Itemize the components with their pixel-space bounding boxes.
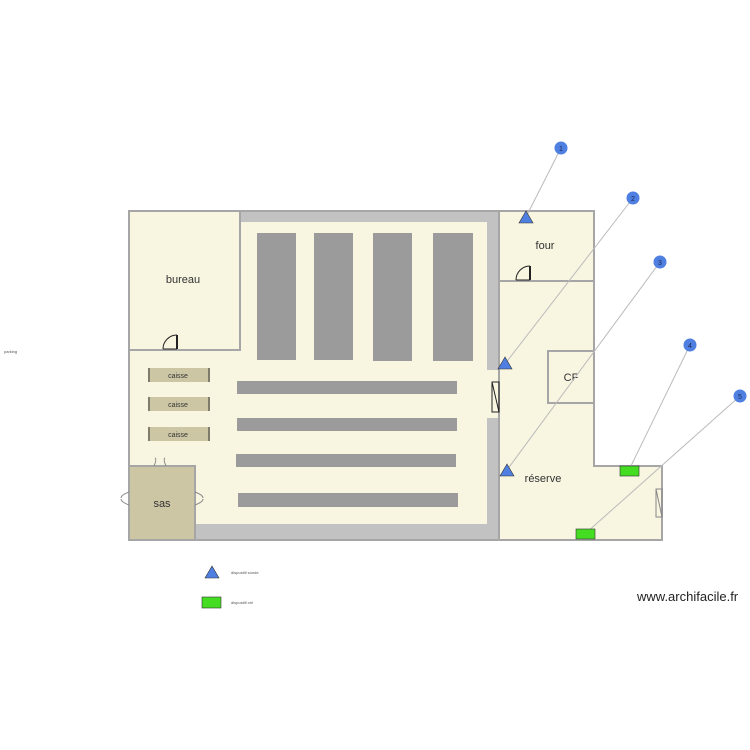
room-label-cf: CF	[564, 372, 579, 384]
leader-line-2	[504, 197, 634, 365]
door-diagonal	[655, 488, 663, 518]
triangle-sensor-icon	[497, 356, 513, 370]
side-label-parking: parking	[4, 349, 17, 354]
shelf-horizontal-2	[237, 418, 457, 431]
triangle-sensor-icon	[518, 210, 534, 224]
marker-label: 4	[688, 343, 692, 350]
door-swing	[163, 457, 167, 467]
horizontal-shelves	[236, 381, 458, 507]
door-sas-right-icon	[194, 491, 204, 506]
vertical-shelves	[257, 233, 473, 361]
room-label-bureau: bureau	[166, 274, 200, 286]
wall-inner-right-upper	[487, 222, 499, 370]
wall-top	[240, 211, 499, 222]
wall-inner-right-lower	[487, 418, 499, 524]
caisse-counter	[148, 427, 210, 441]
door-reserve-icon	[491, 381, 500, 413]
door-sas-left-icon	[120, 491, 130, 506]
leader-line-1	[525, 147, 562, 218]
door-swing	[194, 491, 204, 499]
caisse-1: caisse	[148, 368, 210, 382]
room-label-reserve: réserve	[525, 473, 562, 485]
marker-1: 1	[554, 141, 568, 155]
shelf-vertical-2	[314, 233, 353, 360]
green-devices	[575, 465, 640, 540]
shelf-vertical-1	[257, 233, 296, 360]
sensor-triangles	[497, 210, 534, 477]
door-frame	[491, 381, 500, 413]
shelf-vertical-3	[373, 233, 412, 361]
marker-label: 2	[631, 196, 635, 203]
caisses: caisse caisse caisse	[148, 368, 210, 441]
caisse-2: caisse	[148, 397, 210, 411]
door-bureau-icon	[162, 334, 178, 350]
leader-line-4	[628, 344, 691, 471]
marker-circle	[683, 338, 697, 352]
shelf-horizontal-3	[236, 454, 456, 467]
marker-3: 3	[653, 255, 667, 269]
marker-circle	[733, 389, 747, 403]
watermark[interactable]: www.archifacile.fr	[637, 589, 739, 604]
caisse-label: caisse	[168, 402, 188, 409]
shelf-horizontal-1	[237, 381, 457, 394]
bureau-room	[128, 210, 241, 351]
doors	[120, 265, 663, 518]
caisse-counter	[148, 368, 210, 382]
reserve-extension-floor	[594, 466, 662, 540]
door-swing	[194, 498, 204, 506]
legend-triangle-label: dispositif sonde	[231, 570, 259, 575]
door-swing	[153, 457, 157, 467]
marker-label: 1	[559, 146, 563, 153]
green-device-icon	[619, 465, 640, 477]
marker-circle	[554, 141, 568, 155]
green-device-icon	[575, 528, 596, 540]
marker-label: 3	[658, 260, 662, 267]
thick-walls	[196, 211, 499, 540]
leader-line-5	[585, 395, 741, 534]
room-labels: bureau four CF réserve sas parking	[4, 240, 579, 510]
legend-green-icon	[201, 596, 222, 609]
door-sas-top-icon	[153, 457, 167, 467]
shelf-horizontal-4	[238, 493, 458, 507]
marker-label: 5	[738, 394, 742, 401]
marker-4: 4	[683, 338, 697, 352]
door-swing	[162, 334, 178, 350]
shelf-vertical-4	[433, 233, 473, 361]
triangle-sensor-icon	[499, 463, 515, 477]
marker-circle	[653, 255, 667, 269]
legend-triangle-icon	[204, 565, 220, 579]
leader-lines	[504, 147, 741, 534]
marker-5: 5	[733, 389, 747, 403]
legend: dispositif sonde dispositif ctrl	[201, 565, 259, 609]
door-frame	[655, 488, 663, 518]
door-swing	[515, 265, 531, 281]
caisse-label: caisse	[168, 373, 188, 380]
numbered-markers: 1 2 3 4 5	[554, 141, 747, 403]
caisse-3: caisse	[148, 427, 210, 441]
room-label-sas: sas	[153, 498, 171, 510]
caisse-label: caisse	[168, 432, 188, 439]
door-four-icon	[515, 265, 531, 281]
room-label-four: four	[536, 240, 555, 252]
wall-bottom	[196, 524, 499, 540]
marker-circle	[626, 191, 640, 205]
door-reserve-right-icon	[655, 488, 663, 518]
sas-room	[128, 465, 196, 541]
legend-rectangle-label: dispositif ctrl	[231, 600, 253, 605]
caisse-counter	[148, 397, 210, 411]
door-swing	[120, 498, 130, 506]
cf-room	[547, 350, 595, 404]
leader-line-3	[506, 261, 661, 471]
right-floor	[499, 211, 594, 540]
door-swing	[120, 491, 130, 499]
marker-2: 2	[626, 191, 640, 205]
door-diagonal	[491, 381, 500, 413]
